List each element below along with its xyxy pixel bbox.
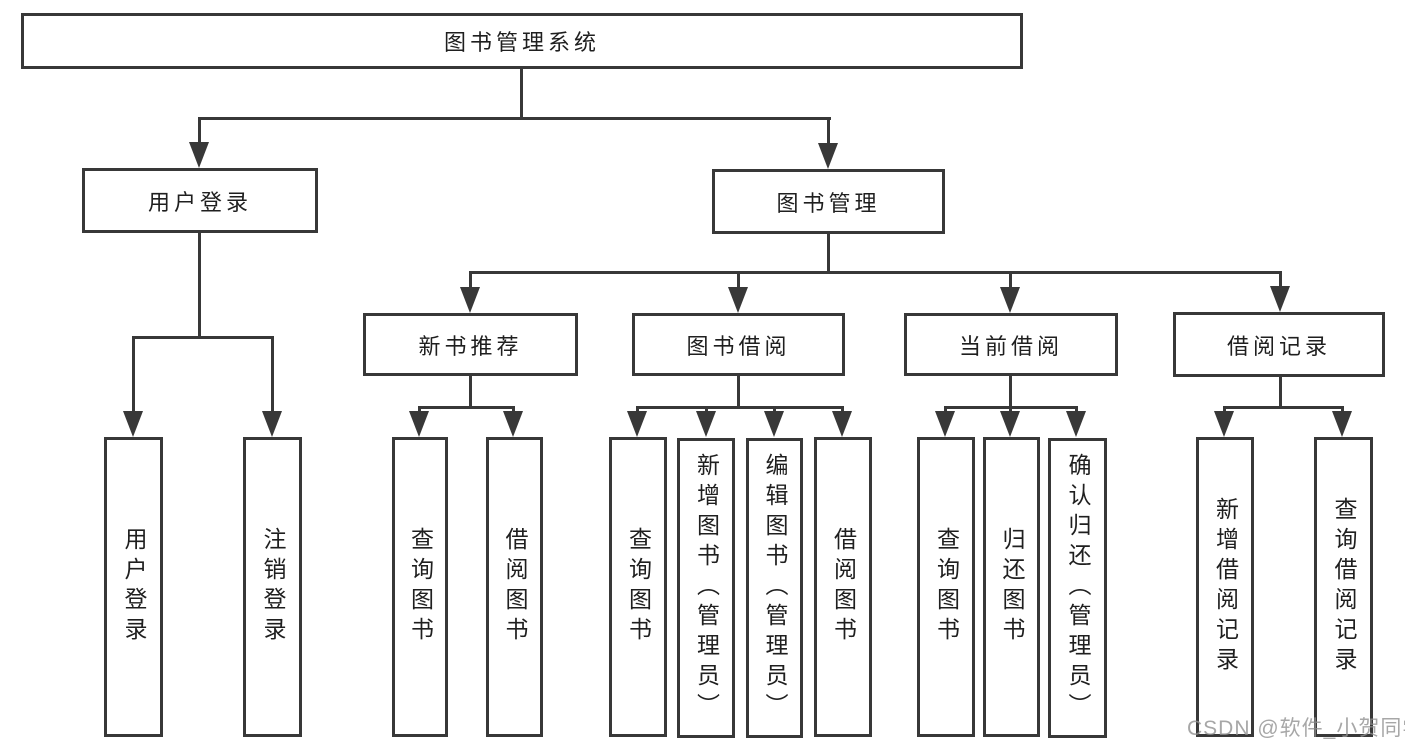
arrowhead-icon [1000, 411, 1020, 437]
node-book-management: 图书管理 [712, 169, 945, 234]
edge-records-feed [1279, 377, 1282, 408]
arrowhead-icon [764, 411, 784, 437]
node-borrow-records-label: 借阅记录 [1226, 333, 1331, 359]
node-new-book-recommend: 新书推荐 [363, 313, 578, 376]
arrowhead-icon [696, 411, 716, 437]
edge-level2-bus [198, 117, 831, 120]
arrowhead-icon [1066, 411, 1086, 437]
node-leaf-recommend-borrow-books: 借阅图书 [486, 437, 543, 737]
node-leaf-recommend-query-books: 查询图书 [392, 437, 448, 737]
node-leaf-records-add-record-label: 新增借阅记录 [1212, 497, 1239, 677]
edge-book-borrow-feed [737, 376, 740, 408]
edge-book-borrow-bus [636, 406, 844, 409]
node-root: 图书管理系统 [21, 13, 1023, 69]
arrowhead-icon [262, 411, 282, 437]
node-leaf-current-query-books-label: 查询图书 [933, 527, 960, 647]
csdn-watermark: CSDN @软件_小贺同学 [1187, 717, 1405, 740]
node-leaf-current-return-books: 归还图书 [983, 437, 1040, 737]
arrowhead-icon [1332, 411, 1352, 437]
node-book-management-label: 图书管理 [776, 190, 881, 216]
edge-user-login-bus [132, 336, 274, 339]
node-leaf-current-confirm-return-label: 确认归还（管理员） [1065, 453, 1091, 723]
node-leaf-borrow-edit-books-label: 编辑图书（管理员） [762, 453, 788, 723]
edge-stem-book-borrow [737, 274, 740, 289]
edge-stem-borrow-records [1279, 274, 1282, 289]
arrowhead-icon [627, 411, 647, 437]
edge-user-login-feed [198, 233, 201, 336]
node-leaf-borrow-edit-books: 编辑图书（管理员） [746, 438, 803, 738]
arrowhead-icon [1000, 287, 1020, 313]
node-leaf-borrow-borrow-books: 借阅图书 [814, 437, 872, 737]
node-leaf-current-return-books-label: 归还图书 [999, 527, 1025, 647]
edge-recommend-bus [418, 406, 515, 409]
node-leaf-borrow-borrow-books-label: 借阅图书 [830, 527, 857, 647]
node-leaf-borrow-add-books: 新增图书（管理员） [677, 438, 735, 738]
arrowhead-icon [123, 411, 143, 437]
arrowhead-icon [818, 143, 838, 169]
node-leaf-current-confirm-return: 确认归还（管理员） [1048, 438, 1107, 738]
edge-recommend-feed [469, 376, 472, 408]
edge-root-feed [520, 69, 523, 118]
node-leaf-current-query-books: 查询图书 [917, 437, 975, 737]
node-book-borrow: 图书借阅 [632, 313, 845, 376]
edge-stem-leaf-user-login [132, 339, 135, 413]
edge-current-bus [944, 406, 1078, 409]
arrowhead-icon [728, 287, 748, 313]
edge-stem-new-book-recommend [469, 274, 472, 289]
arrowhead-icon [409, 411, 429, 437]
arrowhead-icon [1214, 411, 1234, 437]
node-leaf-logout: 注销登录 [243, 437, 302, 737]
edge-level3-bus [469, 271, 1282, 274]
node-user-login-label: 用户登录 [147, 189, 252, 215]
node-leaf-recommend-borrow-books-label: 借阅图书 [502, 527, 528, 647]
node-leaf-user-login: 用户登录 [104, 437, 163, 737]
arrowhead-icon [832, 411, 852, 437]
arrowhead-icon [503, 411, 523, 437]
edge-stem-current-borrow [1009, 274, 1012, 289]
edge-current-feed [1009, 376, 1012, 408]
node-book-borrow-label: 图书借阅 [686, 333, 791, 359]
arrowhead-icon [460, 287, 480, 313]
node-leaf-records-query-record: 查询借阅记录 [1314, 437, 1373, 737]
node-leaf-logout-label: 注销登录 [260, 527, 286, 647]
node-user-login: 用户登录 [82, 168, 318, 233]
node-current-borrow-label: 当前借阅 [958, 333, 1063, 359]
edge-stem-user-login [198, 118, 201, 145]
edge-stem-book-management [827, 118, 830, 146]
node-leaf-borrow-query-books: 查询图书 [609, 437, 667, 737]
arrowhead-icon [189, 142, 209, 168]
arrowhead-icon [935, 411, 955, 437]
edge-records-bus [1223, 406, 1344, 409]
node-current-borrow: 当前借阅 [904, 313, 1118, 376]
node-borrow-records: 借阅记录 [1173, 312, 1385, 377]
node-leaf-user-login-label: 用户登录 [121, 527, 147, 647]
node-new-book-recommend-label: 新书推荐 [418, 333, 523, 359]
edge-stem-leaf-logout [271, 339, 274, 413]
node-leaf-borrow-query-books-label: 查询图书 [625, 527, 652, 647]
node-root-label: 图书管理系统 [443, 30, 600, 55]
node-leaf-records-query-record-label: 查询借阅记录 [1331, 497, 1357, 677]
node-leaf-recommend-query-books-label: 查询图书 [407, 527, 434, 647]
node-leaf-records-add-record: 新增借阅记录 [1196, 437, 1254, 737]
arrowhead-icon [1270, 286, 1290, 312]
edge-book-management-feed [827, 234, 830, 273]
node-leaf-borrow-add-books-label: 新增图书（管理员） [693, 453, 720, 723]
